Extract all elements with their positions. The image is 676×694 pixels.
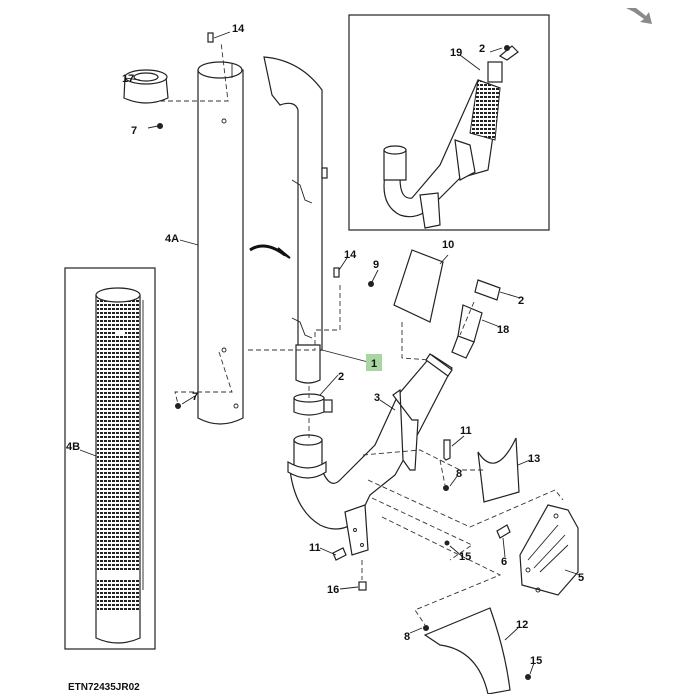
callout-8[interactable]: 8 xyxy=(456,468,462,480)
part-18-adapter xyxy=(451,304,483,359)
hardware xyxy=(123,32,531,680)
callout-12[interactable]: 12 xyxy=(516,619,528,631)
callout-2[interactable]: 2 xyxy=(338,371,344,383)
callout-labels: 14 17 7 4A 19 2 14 9 10 2 18 1 2 7 3 4B … xyxy=(66,23,584,667)
callout-14[interactable]: 14 xyxy=(232,23,245,35)
callout-7[interactable]: 7 xyxy=(131,125,137,137)
callout-18[interactable]: 18 xyxy=(497,324,509,336)
selected-part-highlight xyxy=(366,354,382,371)
callout-10[interactable]: 10 xyxy=(442,239,454,251)
callout-3[interactable]: 3 xyxy=(374,392,380,404)
inset-perforated-tube-4b xyxy=(64,267,156,650)
callout-2[interactable]: 2 xyxy=(479,43,485,55)
part-2-sleeve xyxy=(474,279,501,301)
callout-2[interactable]: 2 xyxy=(518,295,524,307)
callout-5[interactable]: 5 xyxy=(578,572,584,584)
callout-15[interactable]: 15 xyxy=(530,655,542,667)
leader-lines xyxy=(79,31,581,675)
callout-13[interactable]: 13 xyxy=(528,453,540,465)
callout-14[interactable]: 14 xyxy=(344,249,357,261)
callout-7[interactable]: 7 xyxy=(192,391,198,403)
part-12-shield xyxy=(423,607,511,694)
callout-17[interactable]: 17 xyxy=(122,73,134,85)
callout-6[interactable]: 6 xyxy=(501,556,507,568)
callout-15[interactable]: 15 xyxy=(459,551,471,563)
callout-11[interactable]: 11 xyxy=(309,542,321,554)
inset-alternate-pipe xyxy=(348,14,550,231)
outer-tube-4a xyxy=(197,61,244,425)
part-5-bracket xyxy=(519,504,579,596)
callout-4a[interactable]: 4A xyxy=(165,233,179,245)
callout-1[interactable]: 1 xyxy=(371,358,377,370)
figure-code: ETN72435JR02 xyxy=(68,682,140,693)
callout-8[interactable]: 8 xyxy=(404,631,410,643)
part-13-plate xyxy=(477,437,520,503)
part-10-shield xyxy=(393,249,444,323)
next-arrow-icon[interactable] xyxy=(626,8,652,24)
callout-9[interactable]: 9 xyxy=(373,259,379,271)
callout-16[interactable]: 16 xyxy=(327,584,339,596)
pipe-3 xyxy=(287,353,453,556)
clamp-2 xyxy=(293,393,333,416)
callout-11[interactable]: 11 xyxy=(460,425,472,437)
callout-19[interactable]: 19 xyxy=(450,47,462,59)
callout-4b[interactable]: 4B xyxy=(66,441,80,453)
assembly-guide-lines xyxy=(160,41,564,626)
